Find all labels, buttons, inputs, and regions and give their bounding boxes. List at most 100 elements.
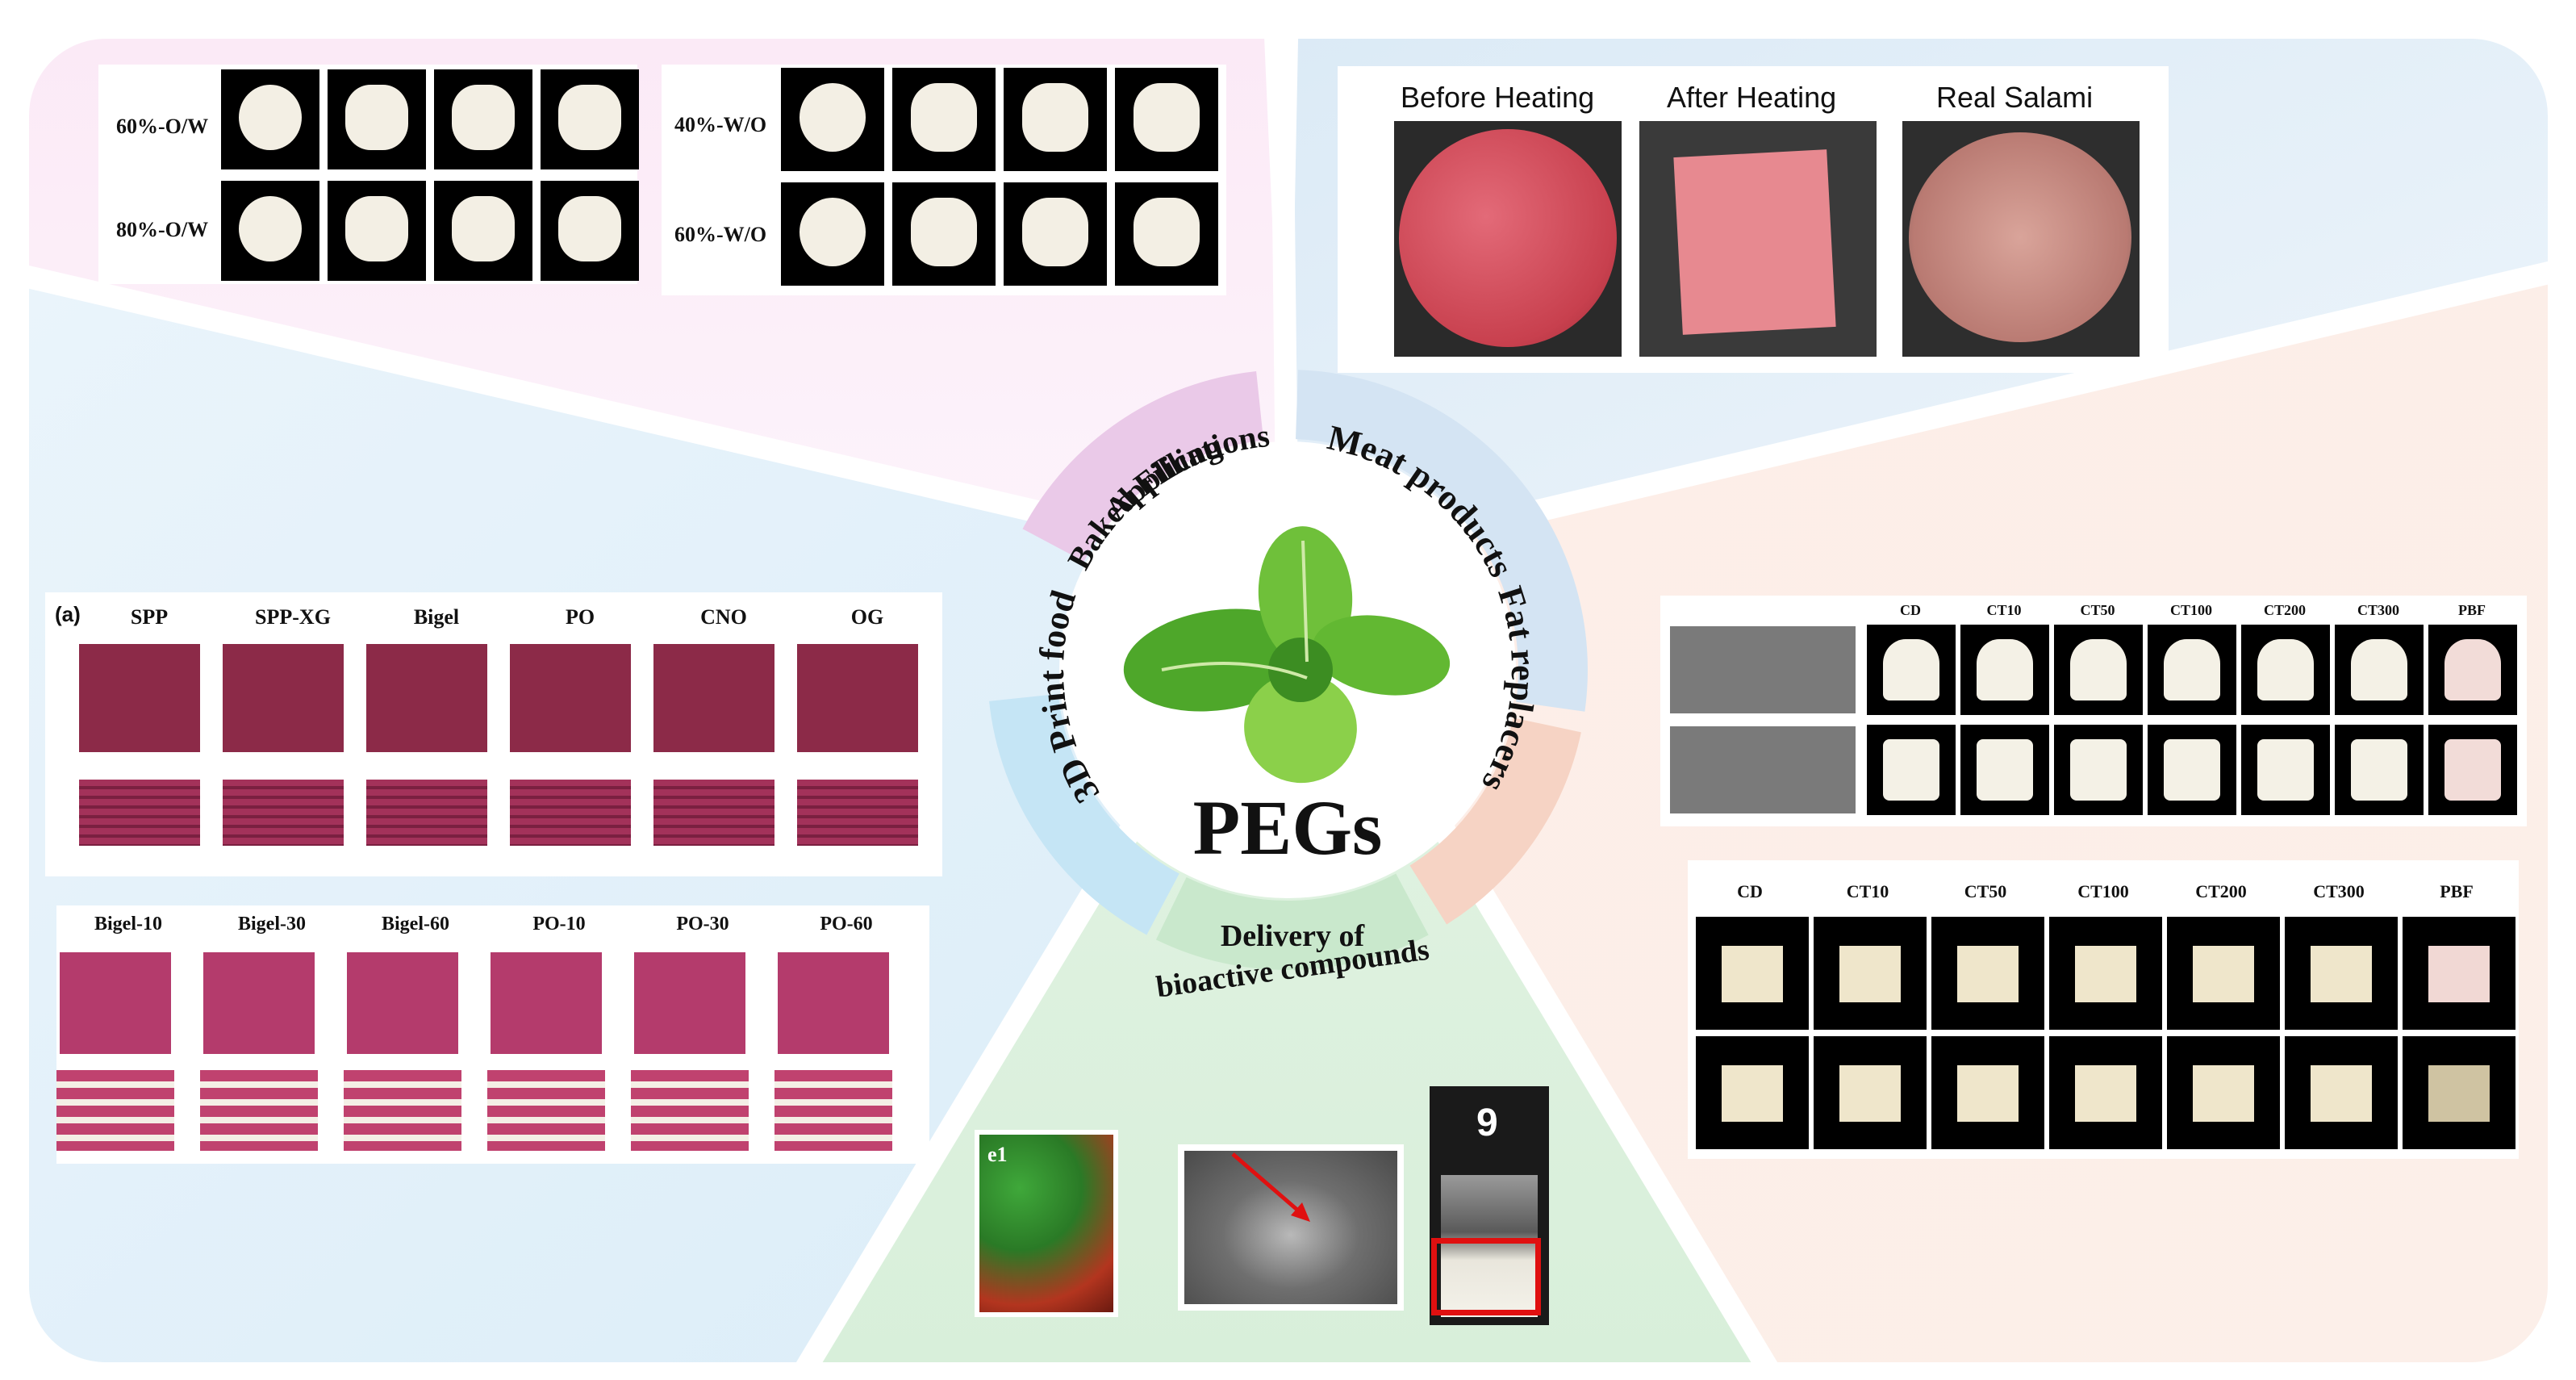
sample-shape — [2351, 739, 2407, 801]
filling-shape — [557, 195, 622, 262]
printed-cube-side — [797, 780, 918, 846]
filling-shape — [1134, 83, 1200, 152]
sample-shape — [1883, 639, 1939, 700]
column-header: CT200 — [2195, 881, 2247, 901]
row-label: 40%-W/O — [674, 113, 767, 136]
filling-shape — [557, 84, 622, 151]
column-header: Bigel-10 — [94, 914, 162, 935]
printed-cube-side — [223, 780, 344, 846]
sample-shape — [2351, 639, 2407, 700]
printed-cube-top — [491, 952, 602, 1054]
schematic-box — [1670, 626, 1856, 713]
after-heating-photo — [1639, 121, 1877, 357]
sample-shape — [2311, 1065, 2372, 1122]
piped-filling-photo — [1115, 68, 1218, 171]
fat-sample-photo — [2148, 625, 2236, 715]
meat-caption: Before Heating — [1401, 81, 1595, 114]
fat-sample-photo — [2148, 725, 2236, 815]
ring-segment-baked — [1022, 371, 1264, 562]
printed-cube-top — [203, 952, 315, 1054]
column-header: CT300 — [2357, 602, 2399, 618]
schematic-box — [1670, 726, 1856, 813]
fat-sample-photo — [1931, 917, 2044, 1030]
printed-cube-side — [200, 1070, 318, 1151]
filling-shape — [911, 83, 977, 152]
sample-shape — [2070, 739, 2127, 801]
vial-number: 9 — [1476, 1102, 1498, 1144]
fat-sample-photo — [2054, 725, 2143, 815]
column-header: CT50 — [2080, 602, 2115, 618]
sample-shape — [2444, 639, 2501, 700]
column-header: PBF — [2440, 881, 2474, 901]
filling-shape — [451, 84, 516, 151]
piped-filling-photo — [781, 68, 884, 171]
fat-sample-photo — [2428, 725, 2517, 815]
sample-shape — [2164, 639, 2220, 700]
sample-shape — [2257, 639, 2314, 700]
sample-shape — [2257, 739, 2314, 801]
piped-filling-photo — [541, 181, 639, 281]
center-title: PEGs — [1193, 784, 1383, 871]
piped-filling-photo — [434, 181, 532, 281]
column-header: PO — [565, 605, 595, 629]
sample-shape — [2311, 946, 2372, 1002]
fat-sample-photo — [2241, 725, 2330, 815]
fat-sample-photo — [1696, 917, 1809, 1030]
filling-shape — [238, 84, 303, 151]
printed-cube-top — [79, 644, 200, 752]
row-label: 60%-O/W — [116, 115, 209, 138]
piped-filling-photo — [221, 181, 319, 281]
printed-cube-top — [347, 952, 458, 1054]
row-label: 60%-W/O — [674, 223, 767, 246]
piped-filling-photo — [1004, 182, 1107, 286]
meat-panel: Before Heating After Heating Real Salami — [1338, 66, 2169, 373]
column-header: CT50 — [1964, 881, 2007, 901]
printed-cube-side — [366, 780, 487, 846]
sample-shape — [2193, 946, 2254, 1002]
column-header: CNO — [700, 605, 747, 629]
column-header: CT10 — [1986, 602, 2022, 618]
filling-shape — [1022, 198, 1088, 266]
vial-image — [1441, 1175, 1538, 1317]
column-header: CT10 — [1846, 881, 1889, 901]
red-highlight-box — [1431, 1238, 1541, 1315]
piped-filling-photo — [221, 69, 319, 169]
sample-shape — [2193, 1065, 2254, 1122]
baked-panel-left: 60%-O/W 80%-O/W — [98, 65, 639, 284]
meat-caption: After Heating — [1667, 81, 1837, 114]
filling-shape — [1134, 198, 1200, 266]
column-header: PO-60 — [820, 914, 873, 935]
micrograph-tag: e1 — [987, 1143, 1008, 1166]
piped-filling-photo — [892, 182, 996, 286]
sample-shape — [1839, 1065, 1901, 1122]
fat-sample-photo — [2049, 917, 2162, 1030]
fat-sample-photo — [2335, 625, 2424, 715]
printed-cube-top — [653, 644, 774, 752]
sem-panel — [1178, 1144, 1404, 1311]
baked-panel-right: 40%-W/O 60%-W/O — [662, 65, 1226, 295]
filling-shape — [344, 84, 409, 151]
printed-cube-top — [510, 644, 631, 752]
fat-sample-photo — [2428, 625, 2517, 715]
sample-shape — [2444, 739, 2501, 801]
printed-cube-side — [774, 1070, 892, 1151]
column-header: CD — [1900, 602, 1921, 618]
sample-shape — [2075, 946, 2136, 1002]
printed-cube-side — [631, 1070, 749, 1151]
ring-segment-print — [989, 693, 1179, 935]
sample-shape — [1722, 946, 1783, 1002]
fat-sample-photo — [1867, 625, 1956, 715]
fat-sample-photo — [1960, 625, 2049, 715]
column-header: CT100 — [2169, 602, 2212, 618]
fat-sample-photo — [1814, 917, 1927, 1030]
column-header: PBF — [2458, 602, 2486, 618]
row-label: 80%-O/W — [116, 218, 209, 241]
fat-sample-photo — [1931, 1036, 2044, 1149]
sample-shape — [1977, 639, 2033, 700]
sample-shape — [2164, 739, 2220, 801]
sample-shape — [1722, 1065, 1783, 1122]
printed-cube-side — [510, 780, 631, 846]
sample-shape — [2070, 639, 2127, 700]
fat-sample-photo — [2241, 625, 2330, 715]
printed-cube-side — [344, 1070, 461, 1151]
